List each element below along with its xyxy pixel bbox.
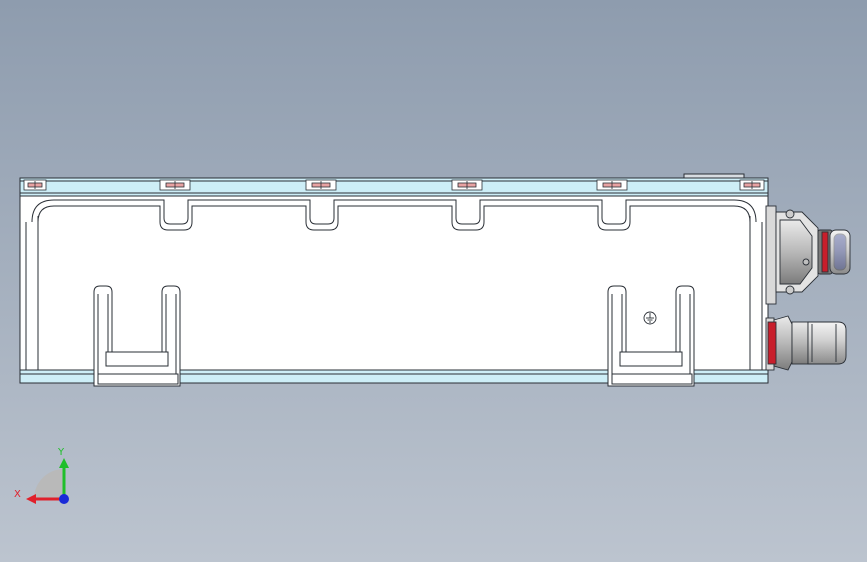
screw bbox=[451, 179, 483, 191]
screw bbox=[305, 179, 337, 191]
screw bbox=[739, 179, 765, 191]
coordinate-triad-icon: Y X bbox=[14, 447, 69, 504]
rib-profile-outer bbox=[31, 199, 757, 225]
connector-upper[interactable] bbox=[765, 205, 851, 305]
x-axis-arrow bbox=[26, 494, 36, 504]
y-axis-label: Y bbox=[57, 447, 65, 458]
lid-screws bbox=[23, 179, 765, 191]
connector-lower[interactable] bbox=[765, 315, 847, 371]
side-connectors[interactable] bbox=[765, 205, 851, 371]
x-axis-label: X bbox=[14, 489, 21, 500]
enclosure-housing[interactable] bbox=[19, 173, 769, 387]
rib-profile bbox=[37, 205, 751, 231]
mounting-bracket-left[interactable] bbox=[93, 285, 181, 387]
y-axis-arrow bbox=[59, 458, 69, 468]
ground-symbol-icon bbox=[643, 311, 657, 325]
screw bbox=[159, 179, 191, 191]
screw bbox=[23, 179, 47, 191]
bottom-flange bbox=[19, 369, 769, 384]
z-axis-dot bbox=[59, 494, 69, 504]
mounting-bracket-right[interactable] bbox=[607, 285, 695, 387]
lid-tab bbox=[683, 173, 745, 179]
housing-body bbox=[19, 195, 769, 371]
screw bbox=[596, 179, 628, 191]
